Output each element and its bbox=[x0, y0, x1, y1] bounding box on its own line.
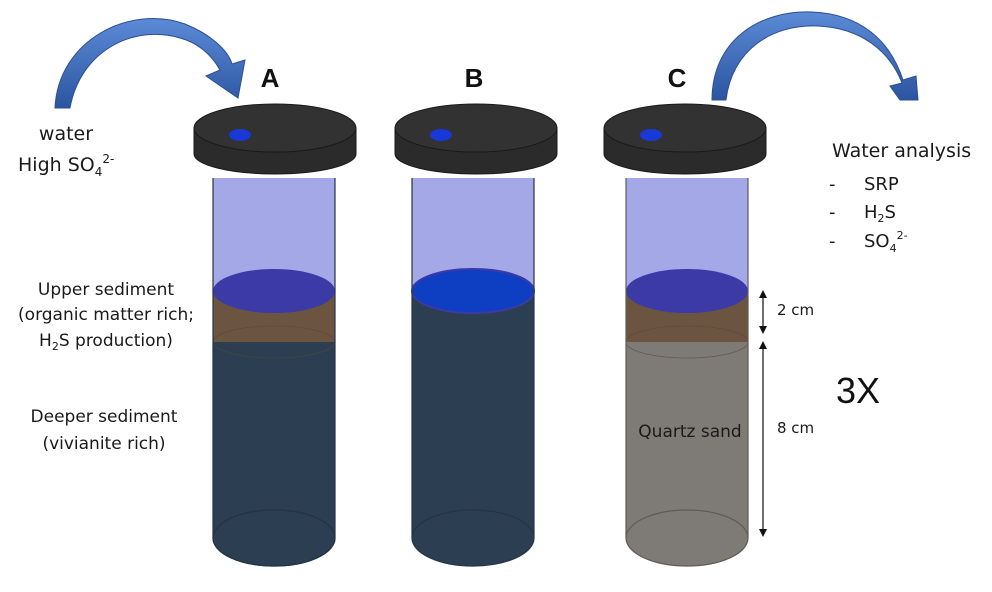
upper-sediment-desc: (organic matter rich; bbox=[18, 305, 194, 325]
upper-sediment-title: Upper sediment bbox=[38, 280, 175, 300]
column-b bbox=[411, 178, 535, 567]
inflow-water-label: water bbox=[39, 123, 93, 145]
column-a-water-surface bbox=[213, 269, 335, 313]
column-label-a: A bbox=[261, 63, 280, 93]
quartz-sand-label: Quartz sand bbox=[638, 422, 741, 442]
deeper-sediment-desc: (vivianite rich) bbox=[42, 434, 165, 454]
column-c bbox=[625, 178, 749, 567]
column-label-c: C bbox=[668, 63, 687, 93]
dimension-lower-label: 8 cm bbox=[777, 419, 814, 437]
dimension-lower bbox=[759, 341, 767, 537]
column-b-deeper-sediment bbox=[412, 292, 534, 538]
analysis-dash-1: - bbox=[829, 174, 836, 195]
column-b-water-surface bbox=[411, 268, 535, 314]
outflow-arrow bbox=[711, 11, 919, 101]
column-b-cap bbox=[394, 103, 558, 175]
upper-sediment-h2s: H2S production) bbox=[39, 331, 173, 353]
column-a-cap bbox=[193, 103, 357, 175]
column-a bbox=[212, 178, 336, 567]
column-b-cap-hole-icon bbox=[430, 129, 452, 141]
analysis-item-h2s: H2S bbox=[864, 202, 896, 225]
analysis-dash-2: - bbox=[829, 202, 836, 223]
replicates-label: 3X bbox=[836, 370, 880, 411]
analysis-item-srp: SRP bbox=[864, 174, 899, 195]
dimension-upper-label: 2 cm bbox=[777, 301, 814, 319]
column-c-water-surface bbox=[626, 269, 748, 313]
inflow-sulfate-label: High SO42- bbox=[18, 152, 114, 179]
dimension-upper bbox=[759, 290, 767, 334]
water-analysis-title: Water analysis bbox=[832, 140, 971, 162]
inflow-arrow bbox=[54, 18, 246, 109]
column-c-cap-hole-icon bbox=[640, 129, 662, 141]
analysis-item-sulfate: SO42- bbox=[864, 229, 908, 255]
column-c-quartz-sand bbox=[626, 342, 748, 538]
column-label-b: B bbox=[465, 63, 484, 93]
deeper-sediment-title: Deeper sediment bbox=[31, 407, 178, 427]
analysis-dash-3: - bbox=[829, 231, 836, 252]
column-c-cap bbox=[603, 103, 767, 175]
column-a-cap-hole-icon bbox=[229, 129, 251, 141]
column-a-deeper-sediment bbox=[213, 342, 335, 538]
